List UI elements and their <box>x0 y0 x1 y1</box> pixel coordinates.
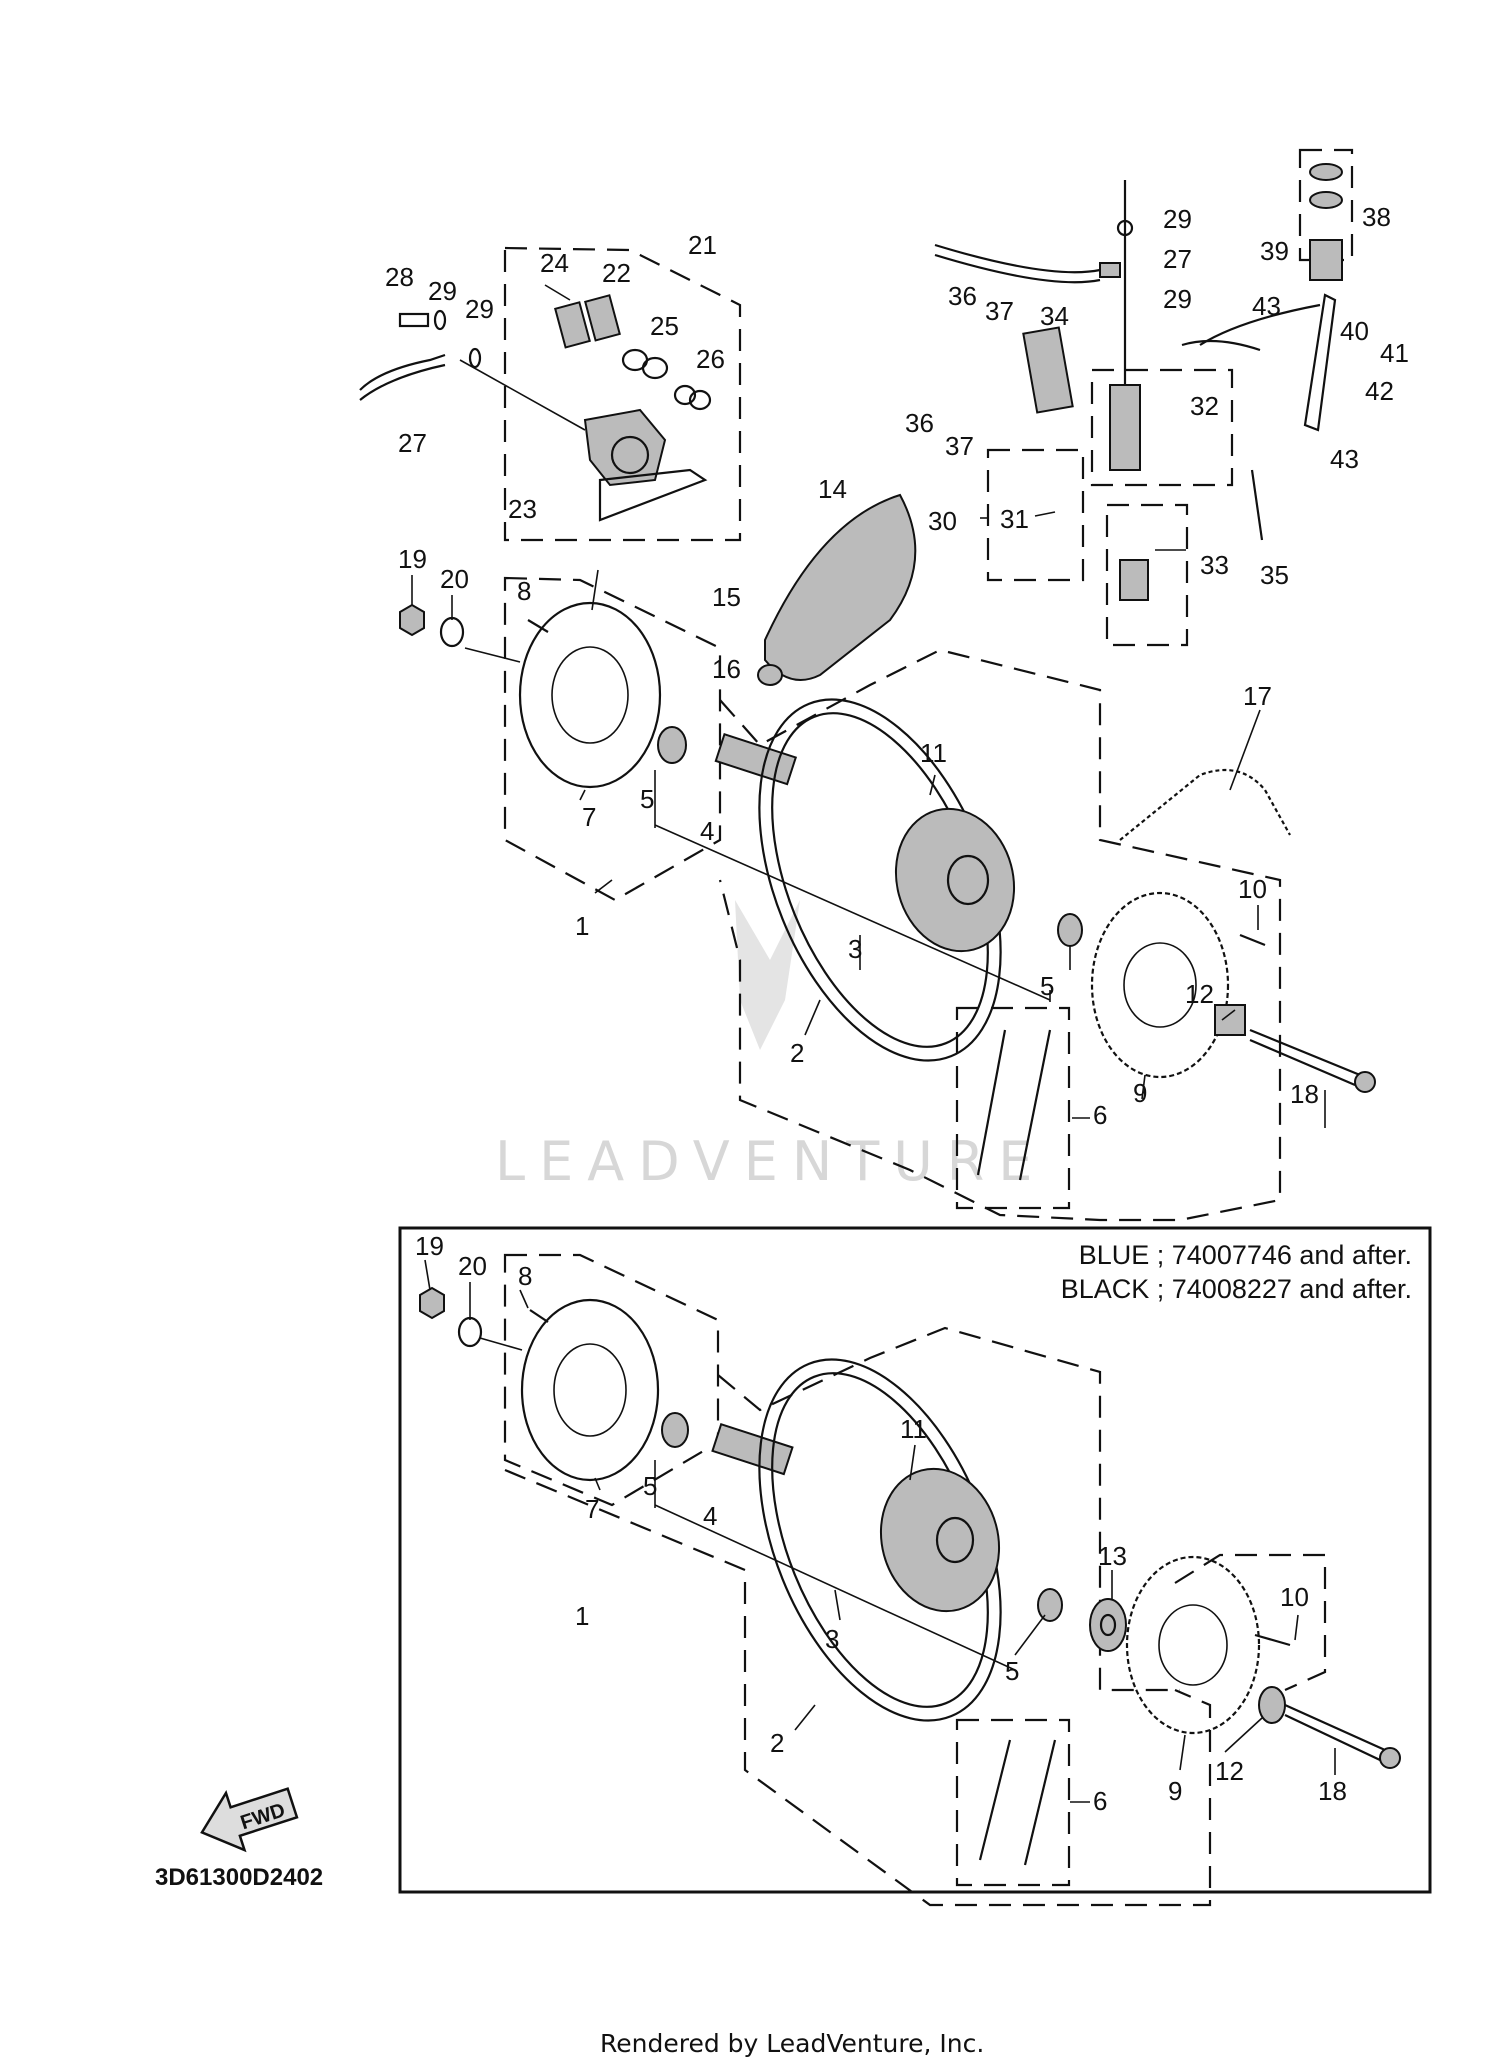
callout-37: 37 <box>945 431 974 461</box>
callout-18: 18 <box>1290 1079 1319 1109</box>
callout-30: 30 <box>928 506 957 536</box>
callout-8: 8 <box>517 576 531 606</box>
callout-6: 6 <box>1093 1786 1107 1816</box>
callout-43: 43 <box>1330 444 1359 474</box>
callout-41: 41 <box>1380 338 1409 368</box>
callout-19: 19 <box>415 1231 444 1261</box>
diagram-code: 3D61300D2402 <box>155 1864 323 1891</box>
lower-callouts: 19 20 8 7 5 4 1 11 3 2 5 13 10 9 12 18 6 <box>415 1231 1347 1816</box>
callout-31: 31 <box>1000 504 1029 534</box>
callout-10: 10 <box>1280 1582 1309 1612</box>
callout-20: 20 <box>458 1251 487 1281</box>
callout-18: 18 <box>1318 1776 1347 1806</box>
callout-28: 28 <box>385 262 414 292</box>
callout-40: 40 <box>1340 316 1369 346</box>
callout-21: 21 <box>688 230 717 260</box>
inset-note-black: BLACK ; 74008227 and after. <box>1061 1274 1412 1304</box>
callout-9: 9 <box>1168 1776 1182 1806</box>
callout-5: 5 <box>643 1471 657 1501</box>
inset-note-blue: BLUE ; 74007746 and after. <box>1079 1240 1412 1270</box>
callout-25: 25 <box>650 311 679 341</box>
callout-27: 27 <box>398 428 427 458</box>
callout-22: 22 <box>602 258 631 288</box>
upper-leaders <box>411 511 1326 1128</box>
callout-4: 4 <box>700 816 714 846</box>
callout-37: 37 <box>985 296 1014 326</box>
callout-4: 4 <box>703 1501 717 1531</box>
callout-39: 39 <box>1260 236 1289 266</box>
callout-5: 5 <box>640 784 654 814</box>
callout-7: 7 <box>582 802 596 832</box>
callout-2: 2 <box>790 1038 804 1068</box>
inset-frame <box>398 1226 1432 1894</box>
callout-42: 42 <box>1365 376 1394 406</box>
callout-29: 29 <box>1163 204 1192 234</box>
callout-38: 38 <box>1362 202 1391 232</box>
callout-36: 36 <box>948 281 977 311</box>
callout-17: 17 <box>1243 681 1272 711</box>
callout-15: 15 <box>712 582 741 612</box>
callout-29: 29 <box>428 276 457 306</box>
callout-16: 16 <box>712 654 741 684</box>
callout-8: 8 <box>518 1261 532 1291</box>
callout-34: 34 <box>1040 301 1069 331</box>
callout-26: 26 <box>696 344 725 374</box>
callout-24: 24 <box>540 248 569 278</box>
lower-assembly <box>419 1253 1401 1907</box>
callout-7: 7 <box>585 1494 599 1524</box>
callout-35: 35 <box>1260 560 1289 590</box>
callout-43: 43 <box>1252 291 1281 321</box>
callout-29: 29 <box>1163 284 1192 314</box>
callout-1: 1 <box>575 1601 589 1631</box>
upper-assembly <box>359 148 1376 1222</box>
footer-credit: Rendered by LeadVenture, Inc. <box>600 2029 984 2058</box>
callout-29: 29 <box>465 294 494 324</box>
upper-callouts: 28 29 29 24 22 21 25 26 27 23 14 15 16 1… <box>385 202 1409 1130</box>
callout-12: 12 <box>1215 1756 1244 1786</box>
callout-1: 1 <box>575 911 589 941</box>
callout-10: 10 <box>1238 874 1267 904</box>
callout-19: 19 <box>398 544 427 574</box>
callout-13: 13 <box>1098 1541 1127 1571</box>
watermark: LEADVENTURE <box>495 900 1046 1193</box>
callout-11: 11 <box>920 738 947 768</box>
callout-5: 5 <box>1005 1656 1019 1686</box>
callout-36: 36 <box>905 408 934 438</box>
watermark-text: LEADVENTURE <box>495 1130 1046 1193</box>
callout-32: 32 <box>1190 391 1219 421</box>
callout-9: 9 <box>1133 1078 1147 1108</box>
callout-23: 23 <box>508 494 537 524</box>
callout-3: 3 <box>825 1624 839 1654</box>
lower-leaders <box>424 1259 1336 1803</box>
callout-12: 12 <box>1185 979 1214 1009</box>
callout-11: 11 <box>900 1414 927 1444</box>
fwd-arrow-icon: FWD <box>200 1787 299 1853</box>
callout-3: 3 <box>848 934 862 964</box>
callout-2: 2 <box>770 1728 784 1758</box>
callout-33: 33 <box>1200 550 1229 580</box>
callout-20: 20 <box>440 564 469 594</box>
callout-27: 27 <box>1163 244 1192 274</box>
callout-5: 5 <box>1040 971 1054 1001</box>
callout-14: 14 <box>818 474 847 504</box>
inset-notes: BLUE ; 74007746 and after. BLACK ; 74008… <box>1061 1240 1412 1304</box>
callout-6: 6 <box>1093 1100 1107 1130</box>
